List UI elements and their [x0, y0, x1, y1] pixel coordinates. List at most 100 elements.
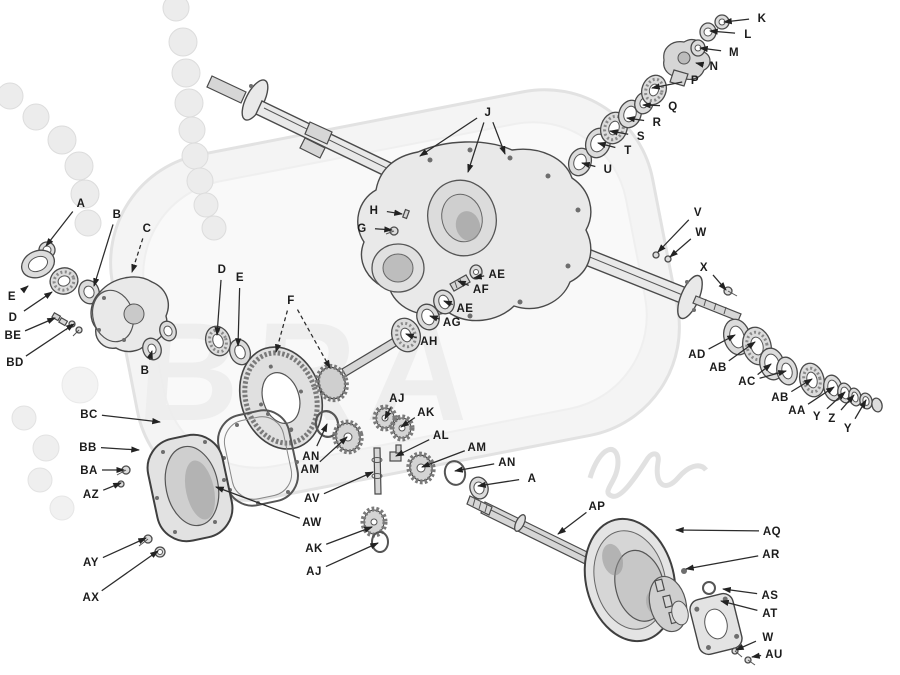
- bead-chain-watermark: [0, 0, 227, 521]
- callout-j: J: [419, 107, 506, 173]
- callout-label: U: [604, 164, 613, 176]
- callout-label: BA: [80, 465, 98, 477]
- callout-label: B: [141, 365, 150, 377]
- callout-m: M: [699, 45, 739, 59]
- callout-label: W: [695, 227, 706, 239]
- callout-h: H: [370, 205, 403, 217]
- callout-l: L: [709, 28, 751, 41]
- callout-au: AU: [751, 649, 783, 661]
- hub-assembly: [466, 495, 756, 666]
- callout-ad: AD: [688, 334, 736, 361]
- axle-housing: [206, 75, 742, 322]
- callout-q: Q: [642, 101, 677, 113]
- callout-label: E: [8, 291, 16, 303]
- callout-label: A: [528, 473, 537, 485]
- callout-label: AG: [443, 317, 461, 329]
- callout-av: AV: [304, 471, 374, 505]
- callout-label: AR: [762, 549, 780, 561]
- callout-label: R: [653, 117, 662, 129]
- callout-ba: BA: [80, 465, 126, 477]
- callout-label: T: [624, 145, 632, 157]
- callout-label: G: [357, 223, 366, 235]
- callout-label: N: [710, 61, 719, 73]
- callout-d: D: [9, 291, 53, 324]
- callout-layer: KLMNPQRSTUJHGABCEDBEBDBDEFAEAFAEAGAHBCBB…: [5, 13, 867, 661]
- callout-label: AW: [302, 517, 322, 529]
- callout-ab: AB: [709, 341, 756, 374]
- callout-z: Z: [828, 394, 855, 425]
- callout-label: Z: [828, 413, 836, 425]
- callout-label: K: [758, 13, 767, 25]
- callout-label: W: [762, 632, 773, 644]
- callout-label: BE: [5, 330, 22, 342]
- callout-label: Y: [844, 423, 852, 435]
- x-bolt: [723, 286, 738, 297]
- callout-a: A: [477, 473, 537, 488]
- callout-ay: AY: [83, 537, 147, 569]
- callout-label: B: [113, 209, 122, 221]
- callout-label: V: [694, 207, 702, 219]
- callout-ar: AR: [685, 549, 780, 571]
- callout-ax: AX: [83, 550, 159, 604]
- callout-ag: AG: [429, 315, 461, 329]
- callout-bc: BC: [80, 409, 161, 425]
- callout-label: X: [700, 262, 708, 274]
- callout-ac: AC: [738, 363, 787, 388]
- callout-label: AM: [468, 442, 487, 454]
- axle-bearing-stack: [723, 318, 883, 413]
- callout-label: AS: [762, 590, 779, 602]
- callout-an: AN: [454, 457, 516, 473]
- callout-label: Y: [813, 411, 821, 423]
- callout-label: AN: [498, 457, 516, 469]
- callout-label: A: [77, 198, 86, 210]
- callout-label: AK: [305, 543, 323, 555]
- callout-v: V: [657, 207, 702, 253]
- callout-label: AV: [304, 493, 320, 505]
- callout-label: AZ: [83, 489, 99, 501]
- callout-label: AL: [433, 430, 449, 442]
- callout-label: P: [691, 75, 699, 87]
- callout-label: BB: [79, 442, 97, 454]
- callout-aj: AJ: [306, 542, 379, 578]
- callout-aq: AQ: [675, 526, 781, 538]
- callout-label: H: [370, 205, 379, 217]
- callout-label: D: [218, 264, 227, 276]
- callout-x: X: [700, 262, 727, 291]
- callout-ak: AK: [400, 407, 434, 428]
- callout-bd: BD: [6, 323, 75, 369]
- callout-p: P: [651, 75, 699, 90]
- callout-a: A: [45, 198, 86, 247]
- callout-b: B: [141, 350, 153, 377]
- callout-label: AY: [83, 557, 99, 569]
- script-watermark: [587, 447, 708, 499]
- callout-g: G: [357, 223, 393, 235]
- callout-label: Q: [668, 101, 677, 113]
- callout-aa: AA: [788, 386, 835, 417]
- callout-f: F: [275, 295, 331, 369]
- callout-label: J: [485, 107, 492, 119]
- callout-label: BC: [80, 409, 98, 421]
- callout-ak: AK: [305, 526, 373, 555]
- gasket-ring: [702, 581, 716, 595]
- callout-y: Y: [844, 399, 867, 435]
- callout-label: E: [236, 272, 244, 284]
- callout-label: AF: [473, 284, 489, 296]
- callout-label: AM: [301, 464, 320, 476]
- callout-label: AH: [420, 336, 438, 348]
- callout-ae: AE: [443, 300, 474, 315]
- callout-label: AD: [688, 349, 706, 361]
- callout-as: AS: [722, 586, 779, 602]
- callout-ap: AP: [557, 501, 605, 535]
- callout-label: S: [637, 131, 645, 143]
- callout-an: AN: [302, 423, 328, 463]
- callout-ab: AB: [771, 378, 813, 404]
- callout-bb: BB: [79, 442, 140, 454]
- callout-label: AU: [765, 649, 783, 661]
- callout-label: AE: [457, 303, 474, 315]
- callout-label: M: [729, 47, 739, 59]
- callout-c: C: [131, 223, 151, 273]
- pinion-flange-parts: [567, 14, 730, 177]
- callout-am: AM: [301, 436, 348, 476]
- callout-label: AA: [788, 405, 806, 417]
